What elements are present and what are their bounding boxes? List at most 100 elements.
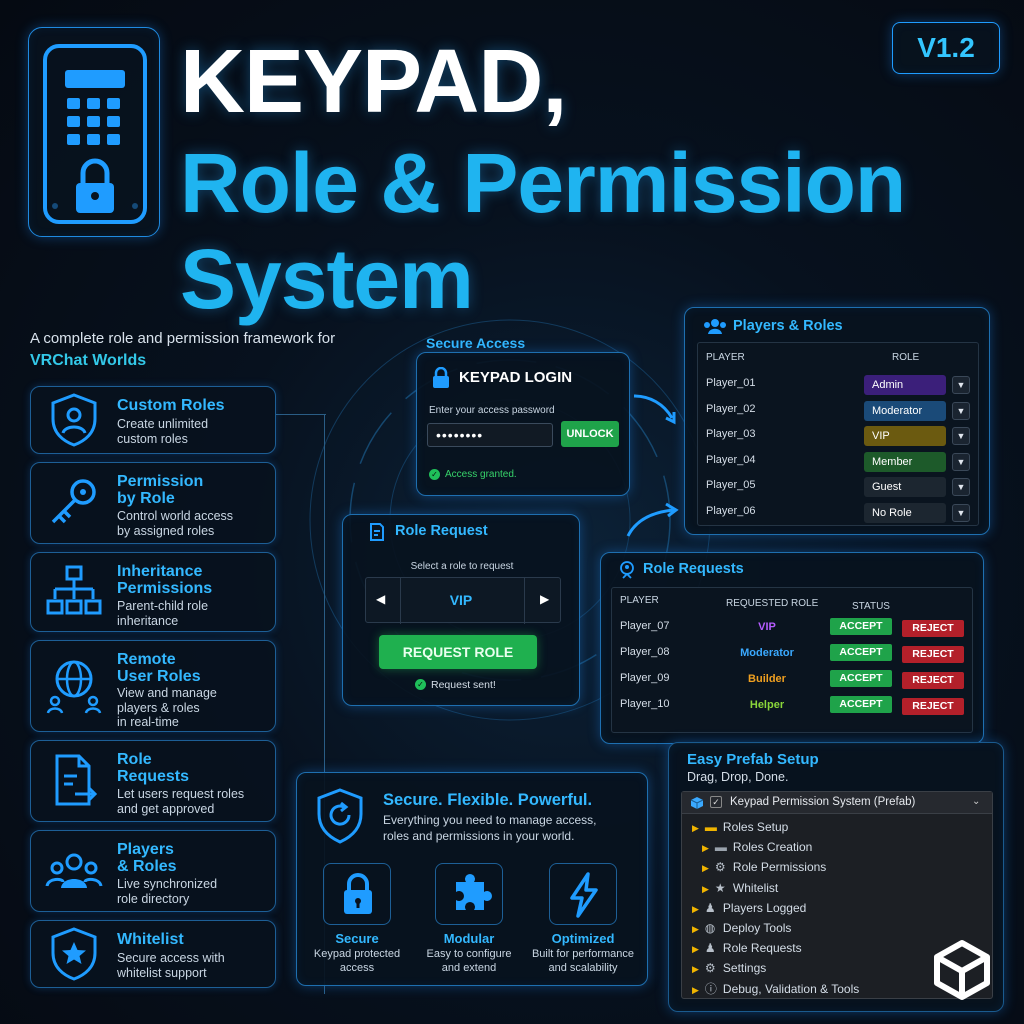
players-roles-title: Players & Roles xyxy=(733,318,843,334)
feature-desc: whitelist support xyxy=(117,966,207,980)
feature-desc: inheritance xyxy=(117,614,179,628)
role-value[interactable]: Admin xyxy=(864,375,946,395)
hierarchy-item-label: Roles Setup xyxy=(722,820,789,834)
expand-triangle-icon[interactable]: ▶ xyxy=(702,843,709,854)
reject-button[interactable]: REJECT xyxy=(902,646,964,663)
expand-triangle-icon[interactable]: ▶ xyxy=(692,964,699,975)
role-value[interactable]: Moderator xyxy=(864,400,946,421)
pillar-icon-box xyxy=(549,863,617,925)
info-icon: ⓘ xyxy=(704,981,717,996)
hierarchy-item-label: Settings xyxy=(722,961,767,976)
dropdown-arrow-icon[interactable]: ▼ xyxy=(952,452,970,471)
feature-title: Remote xyxy=(117,651,176,668)
dropdown-arrow-icon[interactable]: ▼ xyxy=(952,478,970,496)
chevron-right-icon[interactable]: ▶ xyxy=(540,592,550,606)
pillar-desc: and scalability xyxy=(548,962,618,974)
secure-access-heading: Secure Access xyxy=(426,335,526,351)
title-line-2: Role & Permission xyxy=(180,136,906,230)
feature-title: Whitelist xyxy=(117,931,184,948)
chevron-left-icon[interactable]: ◀ xyxy=(376,592,386,606)
dropdown-arrow-icon[interactable]: ▼ xyxy=(952,427,970,445)
people-icon: ♟ xyxy=(704,941,716,956)
feature-card-players-roles: Players & Roles Live synchronized role d… xyxy=(30,830,276,912)
keypad-logo xyxy=(28,27,160,237)
check-icon: ✓ xyxy=(429,469,440,480)
accept-button[interactable]: ACCEPT xyxy=(830,644,892,661)
dropdown-arrow-icon[interactable]: ▼ xyxy=(952,376,970,394)
role-requests-table: PLAYER REQUESTED ROLE STATUS Player_07 V… xyxy=(611,587,973,733)
expand-triangle-icon[interactable]: ▶ xyxy=(692,903,699,914)
globe-icon: ◍ xyxy=(704,921,716,935)
hierarchy-item-label: Whitelist xyxy=(732,880,779,895)
reject-button[interactable]: REJECT xyxy=(902,698,964,715)
feature-card-permission-by-role: Permission by Role Control world access … xyxy=(30,462,276,544)
expand-triangle-icon[interactable]: ▶ xyxy=(702,863,709,874)
password-prompt: Enter your access password xyxy=(429,405,555,416)
feature-title: Permissions xyxy=(117,580,213,597)
check-icon: ✓ xyxy=(415,679,426,690)
folder-icon: ▬ xyxy=(704,820,717,834)
shield-star-icon xyxy=(51,927,97,981)
prefab-subtitle: Drag, Drop, Done. xyxy=(687,770,789,784)
hierarchy-item[interactable]: ▶★Whitelist xyxy=(702,879,778,897)
hierarchy-item[interactable]: ▶⚙Role Permissions xyxy=(702,858,826,876)
role-value[interactable]: VIP xyxy=(864,426,946,446)
feature-title: & Roles xyxy=(117,858,177,875)
player-name: Player_02 xyxy=(706,402,756,415)
lock-icon xyxy=(433,367,449,388)
dropdown-arrow-icon[interactable]: ▼ xyxy=(952,401,970,420)
player-name: Player_05 xyxy=(706,479,756,491)
feature-title: Role xyxy=(117,751,152,768)
expand-triangle-icon[interactable]: ▶ xyxy=(692,823,699,833)
feature-title: by Role xyxy=(117,490,175,507)
pillar-desc: and extend xyxy=(441,962,497,974)
feature-desc: View and manage xyxy=(117,686,217,700)
password-input[interactable]: •••••••• xyxy=(427,423,553,447)
chevron-down-icon[interactable]: ⌄ xyxy=(972,796,981,807)
keypad-login-panel: KEYPAD LOGIN Enter your access password … xyxy=(416,352,630,496)
hierarchy-item-label: Players Logged xyxy=(722,900,807,915)
hierarchy-item[interactable]: ▶♟Players Logged xyxy=(692,899,806,917)
summary-desc: Everything you need to manage access, xyxy=(383,813,597,827)
feature-title: Requests xyxy=(117,768,190,785)
hierarchy-item[interactable]: ▶♟Role Requests xyxy=(692,939,802,957)
expand-triangle-icon[interactable]: ▶ xyxy=(692,924,699,934)
pillar-icon-box xyxy=(435,863,503,925)
pillar-desc: Keypad protected xyxy=(313,948,401,960)
unlock-button[interactable]: UNLOCK xyxy=(561,421,619,447)
reject-button[interactable]: REJECT xyxy=(902,672,964,689)
title-line-3: System xyxy=(180,232,474,326)
accept-button[interactable]: ACCEPT xyxy=(830,618,892,635)
dropdown-arrow-icon[interactable]: ▼ xyxy=(952,503,970,522)
keypad-lock-icon xyxy=(43,44,147,224)
hierarchy-item[interactable]: ▶▬Roles Creation xyxy=(702,838,812,856)
arrow-icon xyxy=(633,394,676,425)
role-value[interactable]: Member xyxy=(864,451,946,472)
role-value[interactable]: Guest xyxy=(864,477,946,497)
pillar-icon-box xyxy=(323,863,391,925)
role-selector[interactable]: ◀ VIP ▶ xyxy=(365,577,561,624)
hierarchy-root-row[interactable]: ✓ Keypad Permission System (Prefab) ⌄ xyxy=(682,792,992,814)
request-role-button[interactable]: REQUEST ROLE xyxy=(379,635,537,669)
hierarchy-item[interactable]: ▶ ⚙ Settings xyxy=(692,959,766,977)
role-value[interactable]: No Role xyxy=(864,502,946,523)
accept-button[interactable]: ACCEPT xyxy=(830,696,892,713)
gear-icon: ⚙ xyxy=(704,961,716,976)
player-name: Player_07 xyxy=(620,620,670,632)
checkbox[interactable]: ✓ xyxy=(710,796,722,808)
hierarchy-item[interactable]: ▶◍Deploy Tools xyxy=(692,919,791,937)
puzzle-icon xyxy=(456,874,492,910)
keypad-login-title: KEYPAD LOGIN xyxy=(459,369,573,386)
expand-triangle-icon[interactable]: ▶ xyxy=(692,984,699,995)
accept-button[interactable]: ACCEPT xyxy=(830,670,892,687)
column-header: PLAYER xyxy=(706,352,745,363)
feature-card-role-requests: Role Requests Let users request roles an… xyxy=(30,740,276,822)
hierarchy-item[interactable]: ▶ ▬ Roles Setup xyxy=(692,818,788,836)
feature-card-inheritance: Inheritance Permissions Parent-child rol… xyxy=(30,552,276,632)
gear-icon: ⚙ xyxy=(714,860,726,875)
expand-triangle-icon[interactable]: ▶ xyxy=(692,944,699,955)
player-name: Player_01 xyxy=(706,377,756,389)
expand-triangle-icon[interactable]: ▶ xyxy=(702,883,709,894)
reject-button[interactable]: REJECT xyxy=(902,620,964,637)
